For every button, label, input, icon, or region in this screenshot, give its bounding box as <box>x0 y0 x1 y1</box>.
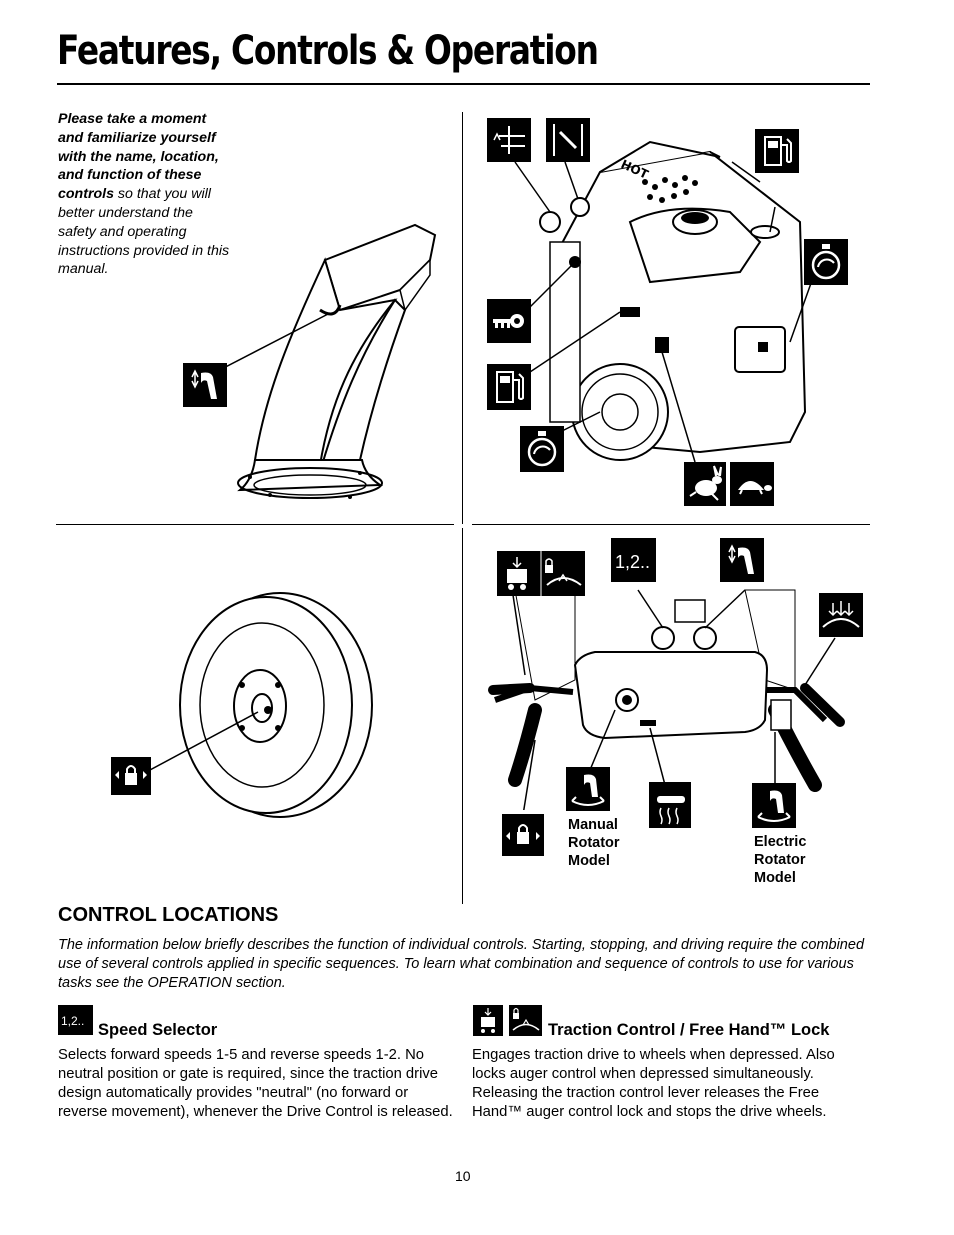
handle-panel-illustration <box>488 589 845 810</box>
heated-grip-icon <box>649 782 691 828</box>
engine-illustration: HOT <box>514 140 816 463</box>
wheel-illustration <box>150 592 373 818</box>
traction-control-title: Traction Control / Free Hand™ Lock <box>548 1021 830 1039</box>
auger-control-icon <box>819 593 863 637</box>
engine-stop-icon <box>804 239 848 285</box>
chute-illustration <box>209 223 437 499</box>
electric-rotator-label: Electric Rotator Model <box>754 834 807 886</box>
auger-lock-icon <box>502 814 544 856</box>
fuel-shutoff-icon <box>487 364 531 410</box>
speed-small-icon-text: 1,2.. <box>61 1014 84 1028</box>
speed-selector-icon: 1,2.. <box>611 538 656 582</box>
vertical-divider-bottom <box>462 528 463 904</box>
speed-selector-title: Speed Selector <box>98 1021 218 1039</box>
horizontal-divider-right <box>472 524 870 525</box>
electric-chute-rotator-icon <box>752 783 796 828</box>
vertical-divider-top <box>462 112 463 524</box>
fast-rabbit-icon <box>684 462 726 506</box>
section-description: The information below briefly describes … <box>58 937 865 991</box>
intro-rest: so that you will better understand the s… <box>58 186 230 278</box>
title-rule <box>57 83 870 85</box>
traction-small-icon <box>473 1005 503 1036</box>
slow-turtle-icon <box>730 462 774 506</box>
intro-bold: Please take a moment and familiarize you… <box>58 111 219 203</box>
traction-control-body: Engages traction drive to wheels when de… <box>472 1047 835 1120</box>
engine-start-icon <box>520 426 564 472</box>
traction-drive-icon <box>497 551 585 596</box>
chute-tilt-icon <box>720 538 764 582</box>
horizontal-divider-left <box>56 524 454 525</box>
ignition-key-icon <box>487 299 531 343</box>
page-number: 10 <box>455 1168 471 1184</box>
choke-icon <box>487 118 531 162</box>
page-title: Features, Controls & Operation <box>57 28 599 74</box>
speed-icon-text: 1,2.. <box>615 552 650 572</box>
manual-rotator-label: Manual Rotator Model <box>568 817 620 869</box>
fuel-icon <box>755 129 799 173</box>
speed-selector-body: Selects forward speeds 1-5 and reverse s… <box>58 1047 453 1120</box>
intro-text: Please take a moment and familiarize you… <box>58 110 233 279</box>
speed-selector-small-icon: 1,2.. <box>58 1005 93 1035</box>
primer-icon <box>546 118 590 162</box>
chute-rotator-icon <box>566 767 610 811</box>
section-heading: CONTROL LOCATIONS <box>58 904 279 926</box>
auger-lock-small-icon <box>509 1005 542 1036</box>
chute-deflector-icon <box>183 363 227 407</box>
wheel-lock-icon <box>111 757 151 795</box>
